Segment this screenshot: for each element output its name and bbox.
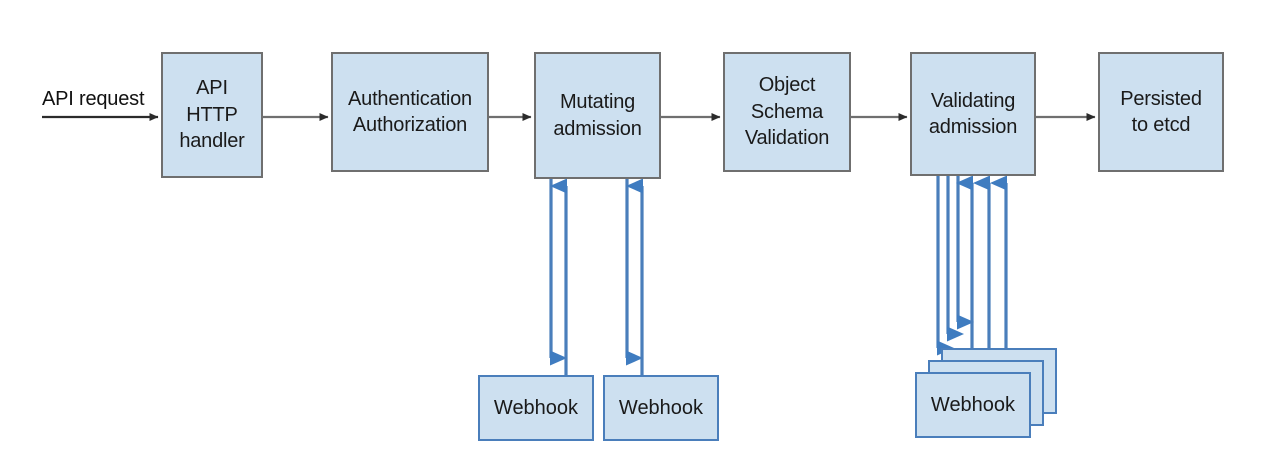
stage-authentication-authorization[interactable]: Authentication Authorization [331, 52, 489, 172]
stage-api-http-handler[interactable]: API HTTP handler [161, 52, 263, 178]
stage-persisted-to-etcd[interactable]: Persisted to etcd [1098, 52, 1224, 172]
webhook-box-mutating-1[interactable]: Webhook [478, 375, 594, 441]
webhook-box-validating-front[interactable]: Webhook [915, 372, 1031, 438]
stage-validating-admission-label: Validating admission [928, 89, 1018, 138]
webhook-box-mutating-2[interactable]: Webhook [603, 375, 719, 441]
webhook-box-validating-front-label: Webhook [930, 393, 1016, 416]
stage-validating-admission[interactable]: Validating admission [910, 52, 1036, 176]
stage-mutating-admission[interactable]: Mutating admission [534, 52, 661, 179]
stage-object-schema-validation-label: Object Schema Validation [744, 74, 830, 150]
stage-object-schema-validation[interactable]: Object Schema Validation [723, 52, 851, 172]
stage-authentication-authorization-label: Authentication Authorization [348, 87, 472, 136]
stage-api-http-handler-label: API HTTP handler [179, 77, 245, 153]
stage-mutating-admission-label: Mutating admission [553, 91, 642, 140]
webhook-box-mutating-2-label: Webhook [618, 396, 704, 419]
webhook-box-mutating-1-label: Webhook [493, 396, 579, 419]
entry-label: API request [42, 88, 145, 110]
stage-persisted-to-etcd-label: Persisted to etcd [1120, 87, 1202, 136]
